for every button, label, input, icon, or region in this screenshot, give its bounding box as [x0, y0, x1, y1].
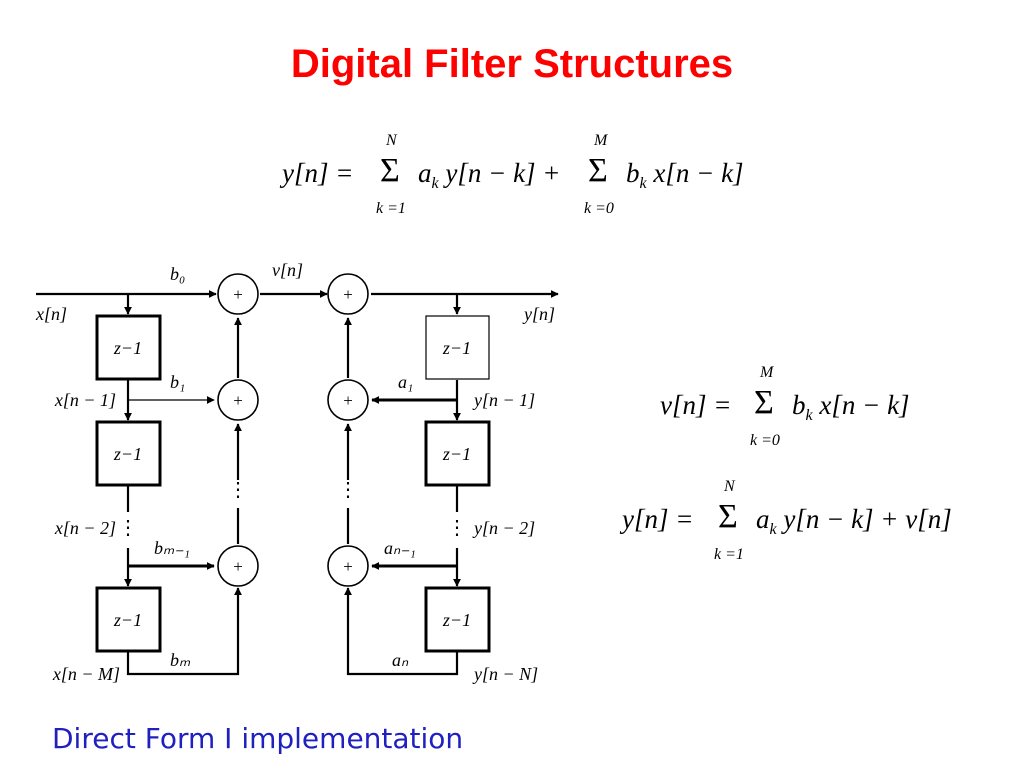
eq1-sum1-lower: k =1 — [376, 200, 406, 217]
adder-ff-1 — [217, 379, 259, 421]
delay-label-x2: z−1 — [113, 444, 142, 464]
ellipsis-ff-chain: ⋮ — [118, 517, 138, 539]
eq1-sum2-sigma: Σ — [588, 152, 608, 189]
coef-b1: b₁ — [170, 372, 185, 392]
v-equation: v[n] = M Σ k =0 bk x[n − k] — [660, 364, 980, 454]
eq2-lower: k =0 — [750, 432, 780, 449]
eq2-upper: M — [760, 364, 774, 381]
delay-box-y1 — [425, 315, 490, 380]
label-y-n1: y[n − 1] — [472, 390, 535, 410]
eq1-sum1-tail: y[n − k] + — [438, 158, 561, 188]
adder-ff-0-sign: + — [233, 285, 243, 304]
ellipsis-fb-sum: ⋮ — [338, 479, 358, 501]
eq3-upper: N — [724, 478, 735, 495]
label-v-n: v[n] — [272, 260, 303, 280]
adder-fb-0-sign: + — [343, 285, 353, 304]
adder-fb-N1-sign: + — [343, 557, 353, 576]
eq1-b-coef: b — [626, 158, 640, 188]
eq1-a-sub: k — [431, 175, 439, 192]
coef-bM1: bₘ₋₁ — [154, 538, 190, 558]
ff-link-bottom — [126, 587, 242, 676]
delay-box-xM — [95, 586, 162, 653]
label-x-nM: x[n − M] — [52, 664, 120, 684]
coef-aN1: aₙ₋₁ — [384, 538, 416, 558]
adder-ff-1-sign: + — [233, 391, 243, 410]
adder-fb-0 — [327, 273, 369, 315]
eq1-sum2-term: bk x[n − k] — [626, 158, 744, 193]
eq1-lhs: y[n] = — [282, 158, 354, 188]
difference-equation: y[n] = N Σ k =1 ak y[n − k] + M Σ k =0 b… — [282, 132, 802, 222]
eq1-a-coef: a — [418, 158, 432, 188]
delay-label-y1: z−1 — [442, 338, 471, 358]
coef-b0: b₀ — [170, 264, 185, 284]
slide-title: Digital Filter Structures — [290, 42, 734, 86]
label-x-n2: x[n − 2] — [54, 518, 116, 538]
delay-box-yN — [424, 586, 491, 653]
ellipsis-fb-chain: ⋮ — [447, 517, 467, 539]
delay-box-x1 — [95, 314, 162, 381]
adder-ff-0 — [217, 273, 259, 315]
eq2-sigma: Σ — [754, 384, 774, 421]
coef-aN: aₙ — [392, 650, 409, 670]
fb-link-bottom — [344, 587, 459, 676]
delay-label-xM: z−1 — [113, 610, 142, 630]
ellipsis-ff-sum: ⋮ — [228, 479, 248, 501]
delay-label-yN: z−1 — [442, 610, 471, 630]
eq3-a-sub: k — [769, 521, 777, 538]
eq1-sum1-upper: N — [386, 132, 397, 149]
eq2-b-sub: k — [805, 407, 813, 424]
label-x-n: x[n] — [35, 304, 67, 324]
eq1-sum1-sigma: Σ — [380, 152, 400, 189]
eq1-b-sub: k — [639, 175, 647, 192]
eq2-lhs: v[n] = — [660, 390, 732, 420]
eq3-term: ak y[n − k] + v[n] — [756, 504, 952, 539]
adder-fb-1 — [327, 379, 369, 421]
adder-ff-M1-sign: + — [233, 557, 243, 576]
adder-fb-1-sign: + — [343, 391, 353, 410]
adder-fb-N1 — [327, 545, 369, 587]
eq1-sum1-term: ak y[n − k] + — [418, 158, 561, 193]
label-y-nN: y[n − N] — [472, 664, 538, 684]
delay-label-x1: z−1 — [113, 338, 142, 358]
adder-ff-M1 — [217, 545, 259, 587]
coef-a1: a₁ — [398, 372, 413, 392]
caption: Direct Form I implementation — [52, 722, 464, 755]
eq1-sum2-upper: M — [594, 132, 608, 149]
delay-box-y2 — [424, 420, 491, 487]
eq3-lower: k =1 — [714, 546, 744, 563]
label-y-n: y[n] — [522, 304, 555, 324]
label-x-n1: x[n − 1] — [54, 390, 116, 410]
eq3-tail: y[n − k] + v[n] — [776, 504, 952, 534]
eq2-term: bk x[n − k] — [792, 390, 910, 425]
eq2-b-coef: b — [792, 390, 806, 420]
label-y-n2: y[n − 2] — [472, 518, 535, 538]
delay-label-y2: z−1 — [442, 444, 471, 464]
coef-bM: bₘ — [170, 650, 191, 670]
eq3-a-coef: a — [756, 504, 770, 534]
eq3-lhs: y[n] = — [622, 504, 694, 534]
y-equation: y[n] = N Σ k =1 ak y[n − k] + v[n] — [622, 478, 1012, 568]
eq3-sigma: Σ — [718, 498, 738, 535]
eq1-sum2-tail: x[n − k] — [646, 158, 744, 188]
eq1-sum2-lower: k =0 — [584, 200, 614, 217]
eq2-tail: x[n − k] — [812, 390, 910, 420]
delay-box-x2 — [95, 420, 162, 487]
